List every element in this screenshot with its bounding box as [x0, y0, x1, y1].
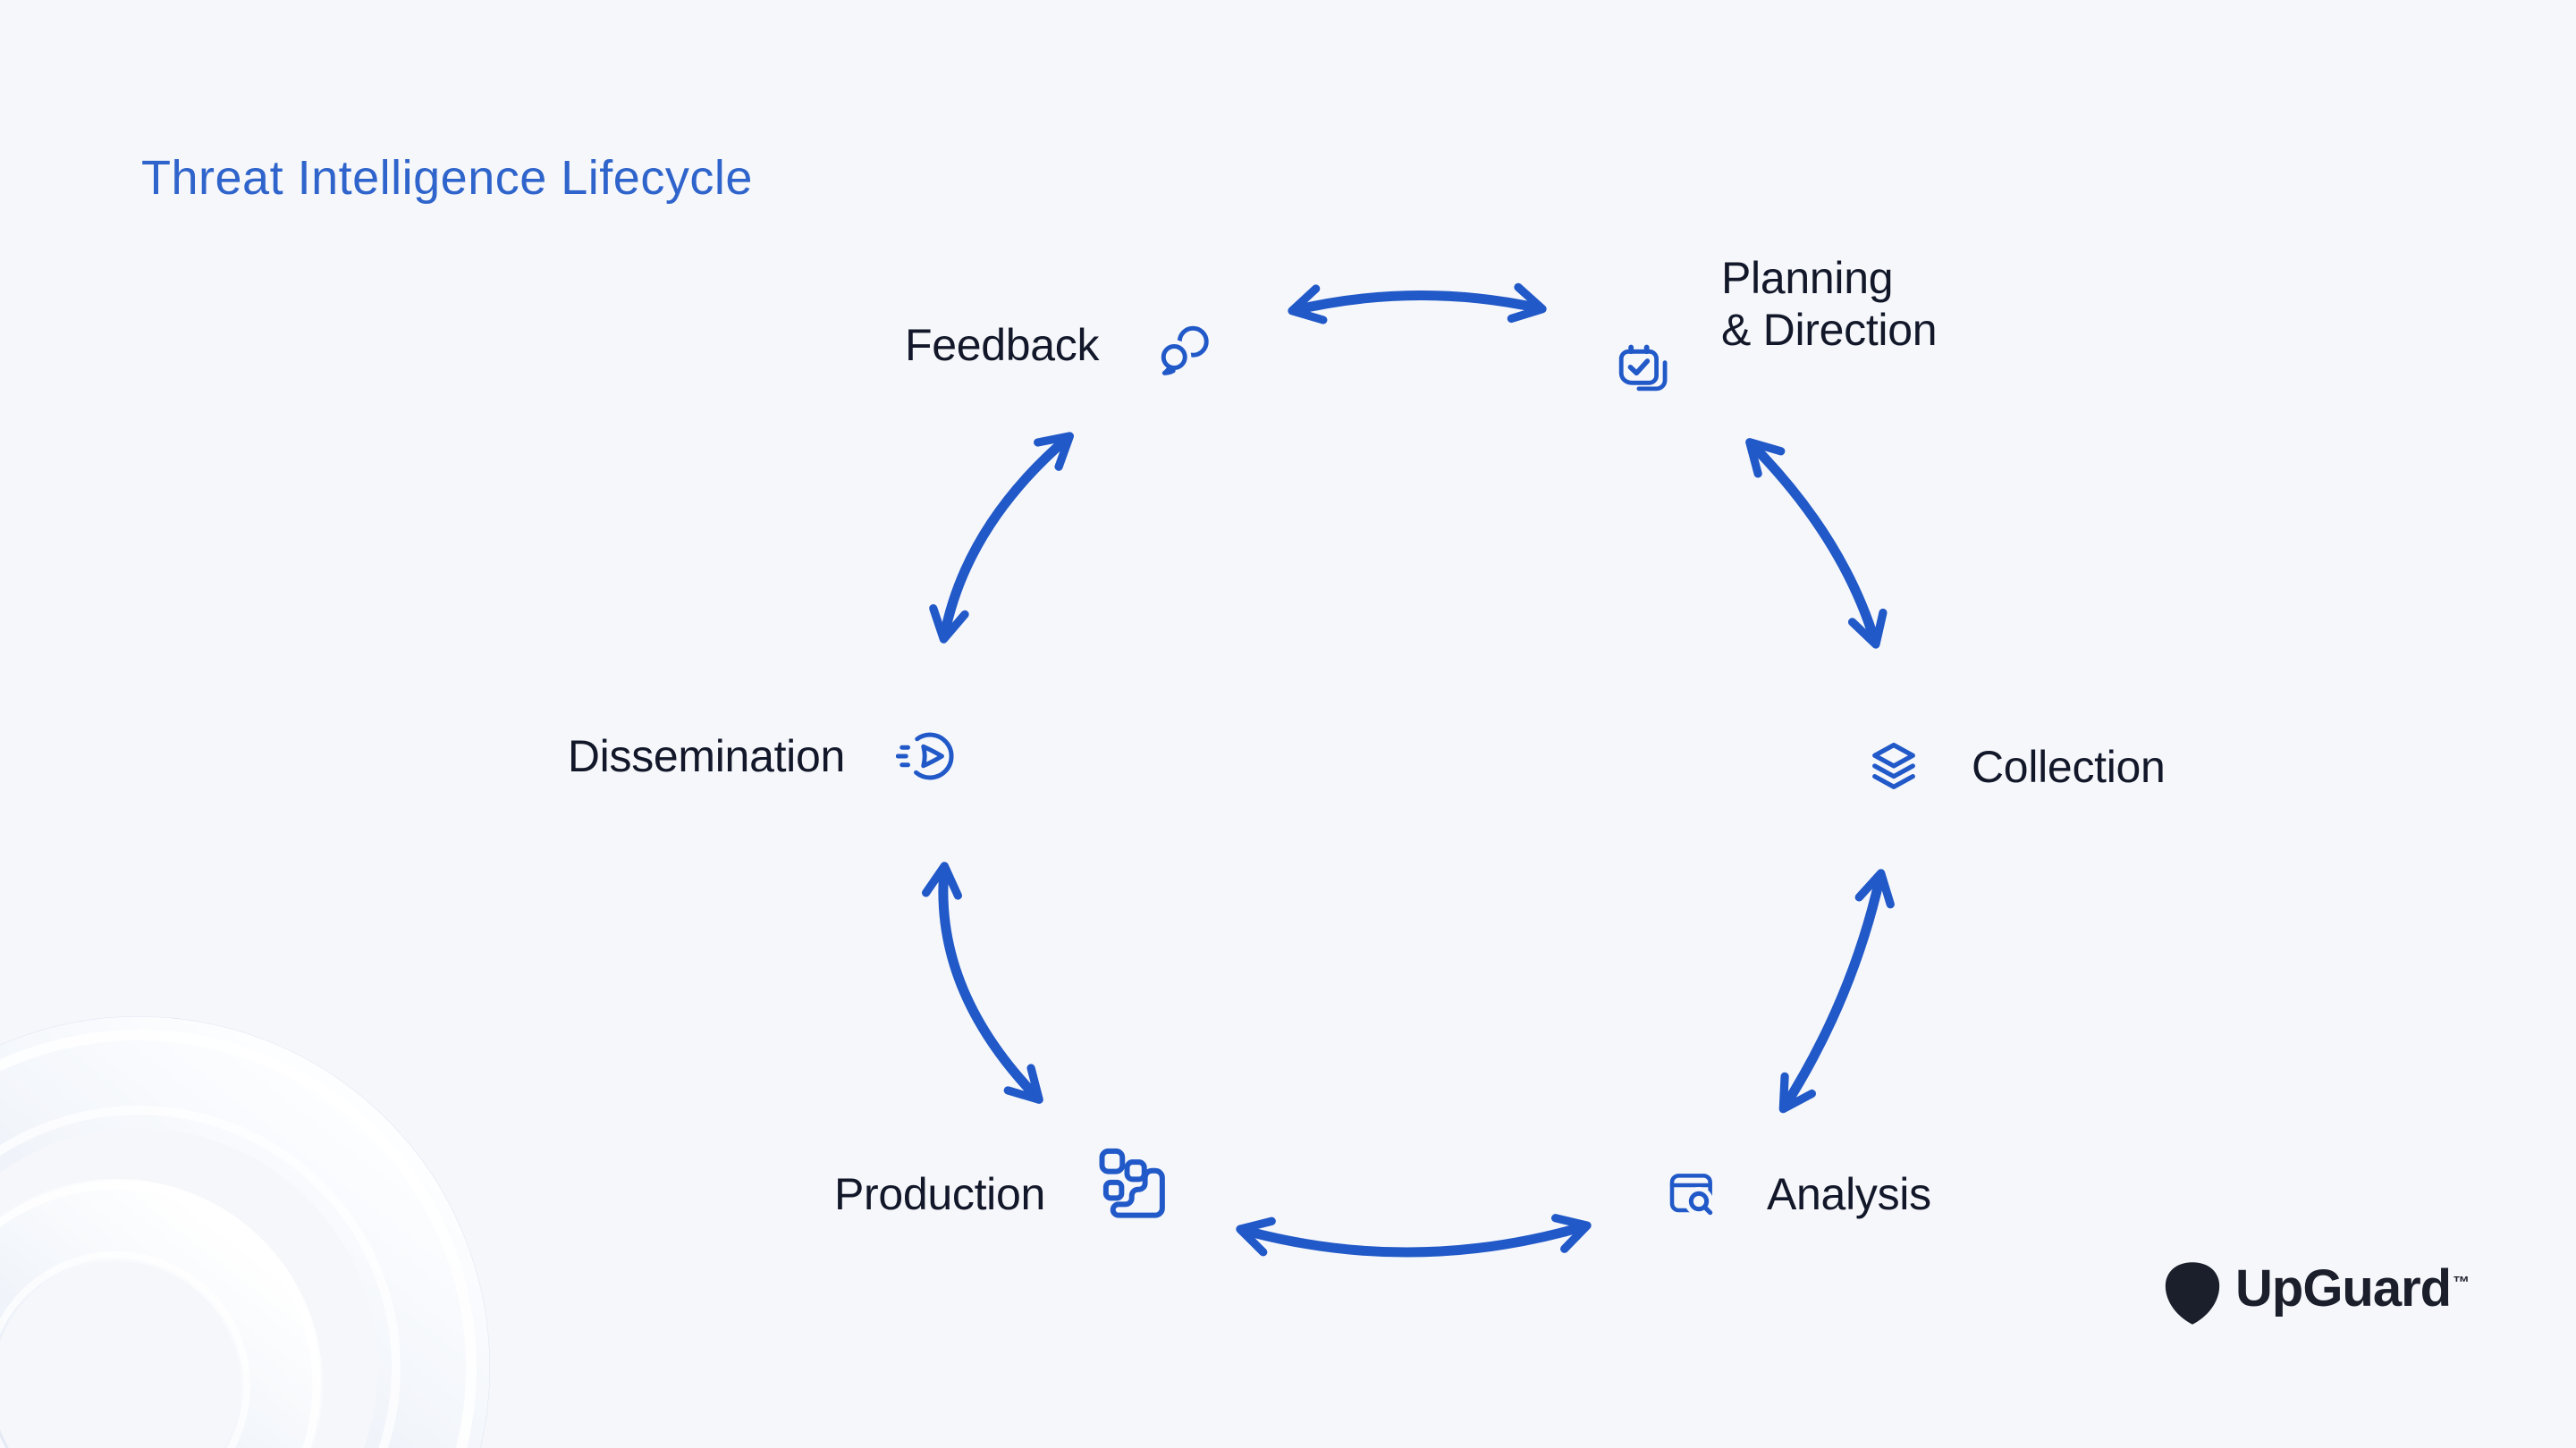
stage-label-planning: Planning & Direction: [1721, 252, 1938, 356]
arrow-feedback-planning: [1288, 282, 1547, 324]
send-circle-icon: [895, 724, 960, 793]
arrow-planning-collection: [1745, 438, 1888, 649]
upguard-wordmark-text: UpGuard: [2235, 1259, 2452, 1318]
upguard-pick-icon: [2164, 1260, 2221, 1331]
stage-label-feedback: Feedback: [905, 320, 1100, 370]
stage-label-planning-line1: Planning: [1721, 253, 1894, 303]
stage-label-analysis: Analysis: [1767, 1169, 1931, 1219]
arrow-collection-analysis: [1778, 869, 1895, 1114]
stage-label-dissemination: Dissemination: [567, 731, 845, 781]
stage-label-production: Production: [833, 1169, 1045, 1219]
swirl-decoration: [0, 1016, 490, 1448]
chat-bubbles-icon: [1153, 318, 1218, 387]
page-title: Threat Intelligence Lifecycle: [141, 151, 753, 205]
arrow-dissemination-feedback: [929, 432, 1075, 644]
arrow-analysis-production: [1236, 1214, 1592, 1258]
blocks-steps-icon: [1093, 1144, 1168, 1224]
layers-stack-icon: [1864, 738, 1923, 802]
arrow-production-dissemination: [922, 862, 1043, 1104]
calendar-check-icon: [1612, 338, 1675, 405]
stage-label-collection: Collection: [1972, 742, 2166, 792]
trademark-symbol: ™: [2453, 1274, 2470, 1292]
stage-label-planning-line2: & Direction: [1721, 305, 1938, 355]
window-search-icon: [1663, 1166, 1720, 1227]
